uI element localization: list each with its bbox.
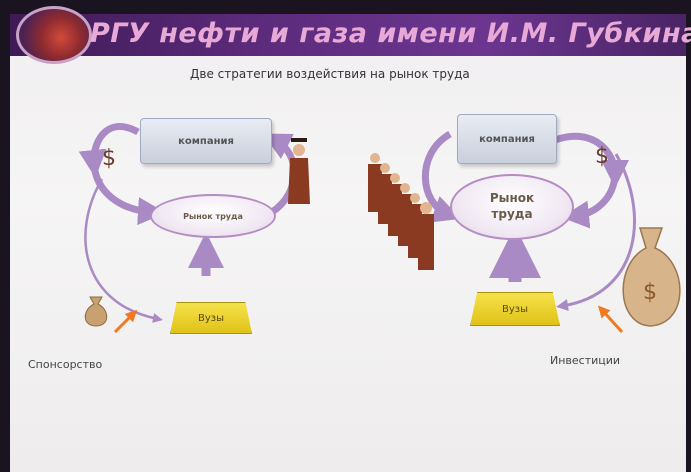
orange-arrow-left bbox=[113, 309, 138, 334]
left-vuz-box: Вузы bbox=[170, 302, 252, 334]
money-bag-large-icon: $ bbox=[622, 227, 681, 327]
graduate-row-icon bbox=[368, 153, 434, 270]
diagram-arrows: $ bbox=[78, 123, 681, 334]
right-company-box: компания bbox=[457, 114, 557, 164]
right-vuz-box: Вузы bbox=[470, 292, 560, 326]
left-dollar-sign: $ bbox=[102, 146, 116, 171]
money-bag-icon bbox=[84, 296, 108, 327]
left-labor-market: Рынок труда bbox=[150, 194, 276, 238]
left-company-box: компания bbox=[140, 118, 272, 164]
left-caption-sponsorship: Спонсорство bbox=[28, 358, 103, 371]
right-dollar-sign: $ bbox=[595, 144, 609, 169]
orange-arrow-right bbox=[597, 305, 624, 334]
right-labor-market: Рынок труда bbox=[450, 174, 574, 240]
right-caption-investments: Инвестиции bbox=[550, 354, 621, 367]
university-logo-icon bbox=[16, 6, 92, 64]
right-thin-arrow-to-vuz bbox=[556, 153, 636, 312]
slide-title: РГУ нефти и газа имени И.М. Губкина bbox=[90, 18, 691, 49]
slide-screen: РГУ нефти и газа имени И.М. Губкина Две … bbox=[10, 6, 691, 472]
left-loop-arrow-down bbox=[90, 163, 166, 226]
graduate-icon bbox=[288, 138, 310, 204]
svg-text:$: $ bbox=[643, 280, 657, 305]
left-loop-arrow-up bbox=[78, 123, 140, 178]
right-loop-arrow-up bbox=[553, 132, 629, 188]
title-bar: РГУ нефти и газа имени И.М. Губкина bbox=[10, 6, 691, 64]
slide-subtitle: Две стратегии воздействия на рынок труда bbox=[190, 67, 470, 81]
right-loop-arrow-down bbox=[561, 173, 619, 229]
right-company-to-market-arrow bbox=[421, 130, 462, 223]
